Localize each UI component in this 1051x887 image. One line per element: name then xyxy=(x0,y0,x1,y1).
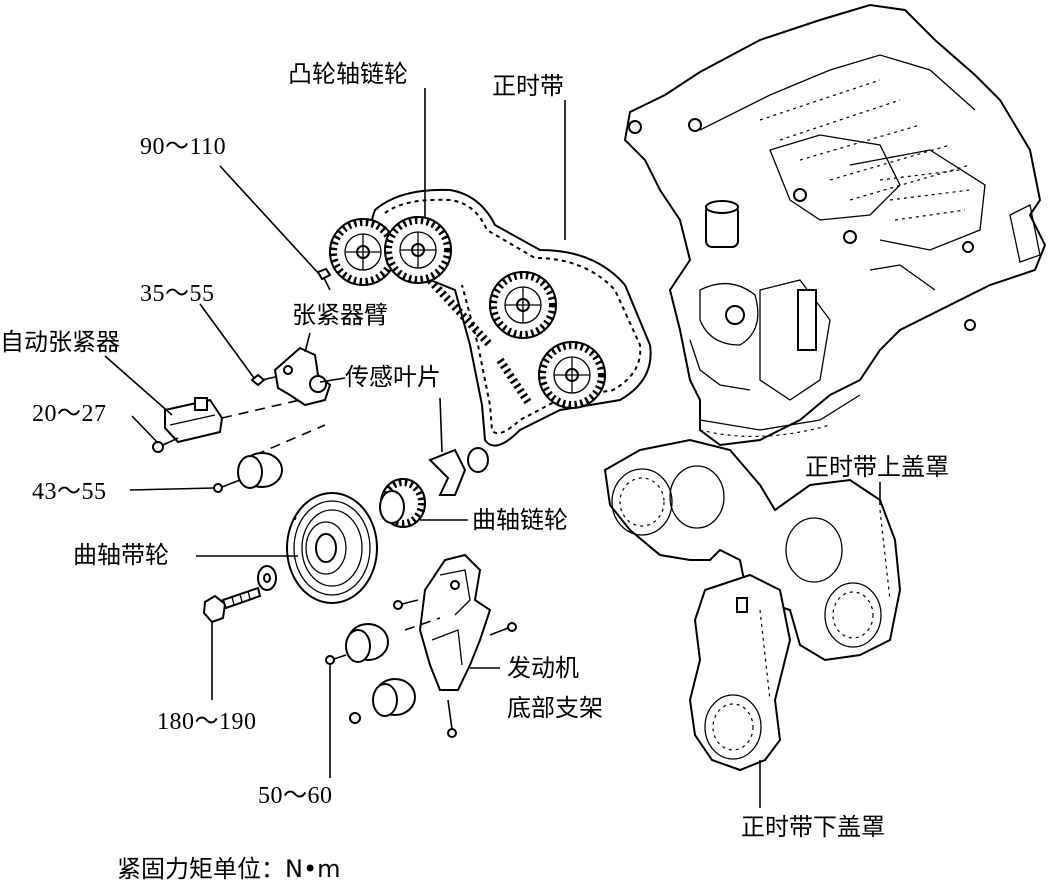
engine-block xyxy=(623,3,1047,447)
label-sensor-blade: 传感叶片 xyxy=(345,363,441,391)
timing-belt-lower-cover xyxy=(688,573,792,772)
bolt-180-190 xyxy=(202,586,262,624)
label-camshaft-sprocket: 凸轮轴链轮 xyxy=(288,60,408,88)
label-engine-bracket-line1: 发动机 xyxy=(507,654,579,682)
label-auto-tensioner: 自动张紧器 xyxy=(0,328,120,356)
lower-idler-1 xyxy=(345,623,389,663)
crankshaft-pulley xyxy=(286,492,378,604)
tensioner-arm xyxy=(273,346,332,407)
camshaft-sprocket-2 xyxy=(384,216,452,284)
lower-idler-2 xyxy=(372,678,416,717)
washer xyxy=(257,565,277,591)
bolt-90-110 xyxy=(316,267,332,291)
label-crankshaft-sprocket: 曲轴链轮 xyxy=(472,506,568,534)
bolt-43-55 xyxy=(213,479,241,493)
bolt-20-27 xyxy=(152,437,179,453)
engine-lower-bracket xyxy=(418,553,492,691)
label-crankshaft-pulley: 曲轴带轮 xyxy=(73,541,169,569)
label-lower-cover: 正时带下盖罩 xyxy=(741,813,885,841)
label-torque-50-60: 50～60 xyxy=(258,783,333,809)
bolt-35-55 xyxy=(250,373,276,387)
label-torque-180-190: 180～190 xyxy=(157,709,257,735)
label-upper-cover: 正时带上盖罩 xyxy=(805,453,949,481)
label-torque-90-110: 90～110 xyxy=(140,134,227,160)
crankshaft-sprocket xyxy=(379,478,426,528)
camshaft-sprocket-4 xyxy=(538,341,606,409)
label-tensioner-arm: 张紧器臂 xyxy=(292,301,388,329)
label-timing-belt: 正时带 xyxy=(492,72,564,100)
timing-belt-loop xyxy=(369,188,652,447)
auto-tensioner xyxy=(164,397,224,444)
label-torque-20-27: 20～27 xyxy=(32,401,107,427)
camshaft-sprocket-3 xyxy=(489,271,557,339)
bracket-bolts xyxy=(325,599,517,738)
footnote-torque-unit: 紧固力矩单位：N•m xyxy=(117,855,341,883)
label-torque-35-55: 35～55 xyxy=(140,281,215,307)
leader-lines xyxy=(104,88,881,808)
sensor-blade xyxy=(428,447,489,496)
idler-pulley xyxy=(237,452,283,489)
label-engine-bracket-line2: 底部支架 xyxy=(507,694,603,722)
label-torque-43-55: 43～55 xyxy=(32,479,107,505)
timing-belt-upper-cover xyxy=(603,438,902,662)
